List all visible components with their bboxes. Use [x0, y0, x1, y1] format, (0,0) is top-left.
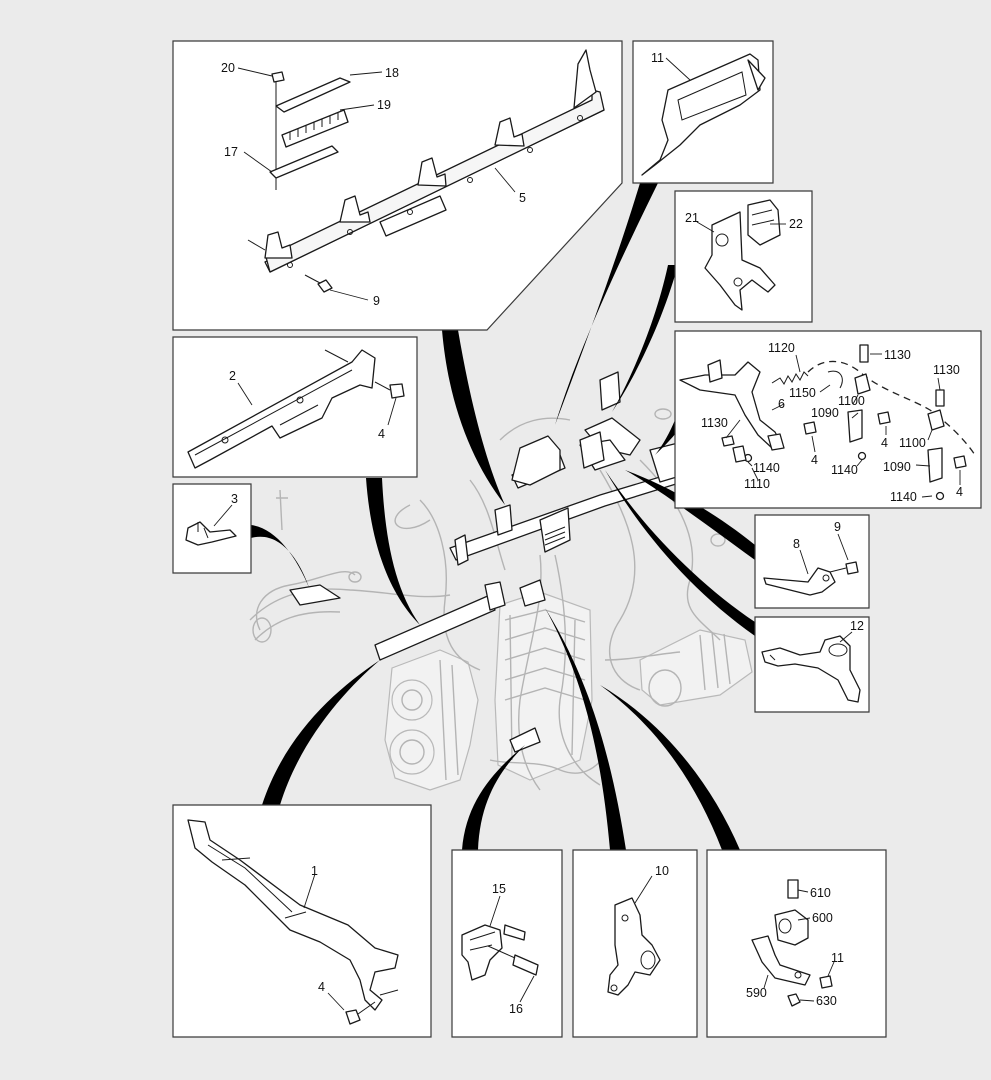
- screw-4-bracket-1: [345, 1009, 361, 1025]
- label-4-right: 4: [956, 485, 963, 499]
- bolt-11: [819, 975, 833, 989]
- callout-wedges: [251, 183, 755, 850]
- panel-bracket-11: 11: [632, 40, 774, 184]
- label-12: 12: [850, 619, 864, 633]
- label-11: 11: [651, 51, 664, 65]
- bracket-2: [187, 349, 376, 469]
- panel-bracket-6: 1120 1130 1130 1150 6 1100 1090 4 1100 1…: [674, 330, 982, 509]
- bolt-16: [512, 954, 539, 976]
- label-9-small: 9: [834, 520, 841, 534]
- label-1130-right: 1130: [933, 363, 960, 377]
- label-1140-right: 1140: [890, 490, 917, 504]
- label-4-middle: 4: [881, 436, 888, 450]
- callout-bracket-1: [262, 660, 380, 805]
- label-18: 18: [385, 66, 399, 80]
- label-9: 9: [373, 294, 380, 308]
- panel-bracket-3: 3: [172, 483, 252, 574]
- callout-bracket-12: [605, 470, 755, 636]
- panel-rail-bracket: 20 18 19 17 5 9: [172, 40, 623, 331]
- callout-bracket-15: [462, 745, 525, 850]
- screw-9-small: [845, 561, 859, 575]
- label-17: 17: [224, 145, 238, 159]
- bracket-10: [607, 897, 661, 996]
- label-1150: 1150: [789, 386, 816, 400]
- label-1130-top: 1130: [884, 348, 911, 362]
- callout-bracket-590: [600, 685, 740, 850]
- label-5: 5: [519, 191, 526, 205]
- label-1140-left: 1140: [753, 461, 780, 475]
- panel-bracket-2: 2 4: [172, 336, 418, 478]
- alternator: [384, 649, 479, 791]
- bracket-12: [761, 635, 861, 703]
- bracket-1: [187, 819, 399, 1011]
- bracket-18: [275, 77, 351, 113]
- bracket-17: [269, 145, 339, 179]
- panel-bracket-10: 10: [572, 849, 698, 1038]
- panel-bracket-590: 610 600 11 590 630: [706, 849, 887, 1038]
- label-3: 3: [231, 492, 238, 506]
- nut-630: [787, 993, 801, 1007]
- callout-top-rail: [442, 330, 505, 505]
- label-4: 4: [378, 427, 385, 441]
- engine-harness-assembly: [249, 371, 753, 791]
- panel-bracket-21-22: 21 22: [674, 190, 813, 323]
- screw-9: [317, 279, 333, 293]
- label-8: 8: [793, 537, 800, 551]
- label-11-small: 11: [831, 951, 844, 965]
- connector-block-19: [281, 109, 349, 148]
- label-630: 630: [816, 994, 837, 1008]
- callout-bracket-21-22: [612, 265, 678, 412]
- screw-4: [389, 383, 405, 399]
- callout-bracket-2: [366, 478, 420, 625]
- label-4-bracket-1: 4: [318, 980, 325, 994]
- label-1140-middle: 1140: [831, 463, 858, 477]
- bracket-6: [679, 361, 783, 449]
- label-1130-left: 1130: [701, 416, 728, 430]
- label-15: 15: [492, 882, 506, 896]
- bracket-11: [641, 53, 761, 176]
- starter-motor: [639, 629, 753, 707]
- label-1090-lower: 1090: [883, 460, 911, 474]
- callout-bracket-3: [251, 525, 310, 590]
- label-21: 21: [685, 211, 699, 225]
- screw-610: [787, 879, 799, 899]
- label-1100-upper: 1100: [838, 394, 865, 408]
- label-1090-upper: 1090: [811, 406, 839, 420]
- bracket-15: [461, 924, 503, 981]
- label-1: 1: [311, 864, 318, 878]
- label-4-left: 4: [811, 453, 818, 467]
- panel-bracket-8: 8 9: [754, 514, 870, 609]
- bracket-8: [763, 567, 836, 596]
- label-22: 22: [789, 217, 803, 231]
- callout-bracket-10: [545, 608, 626, 850]
- label-1100-lower: 1100: [899, 436, 926, 450]
- panel-bracket-15: 15 16: [451, 849, 563, 1038]
- screw-20: [271, 71, 285, 83]
- label-1110: 1110: [744, 477, 770, 491]
- label-20: 20: [221, 61, 235, 75]
- label-590: 590: [746, 986, 767, 1000]
- panel-bracket-1: 1 4: [172, 804, 432, 1038]
- clamp-600: [774, 909, 809, 946]
- label-600: 600: [812, 911, 833, 925]
- panel-bracket-12: 12: [754, 616, 870, 713]
- control-module: [494, 591, 593, 781]
- label-19: 19: [377, 98, 391, 112]
- label-16: 16: [509, 1002, 523, 1016]
- label-2: 2: [229, 369, 236, 383]
- bracket-21: [704, 211, 776, 311]
- label-10: 10: [655, 864, 669, 878]
- label-1120: 1120: [768, 341, 795, 355]
- label-610: 610: [810, 886, 831, 900]
- label-6: 6: [778, 397, 785, 411]
